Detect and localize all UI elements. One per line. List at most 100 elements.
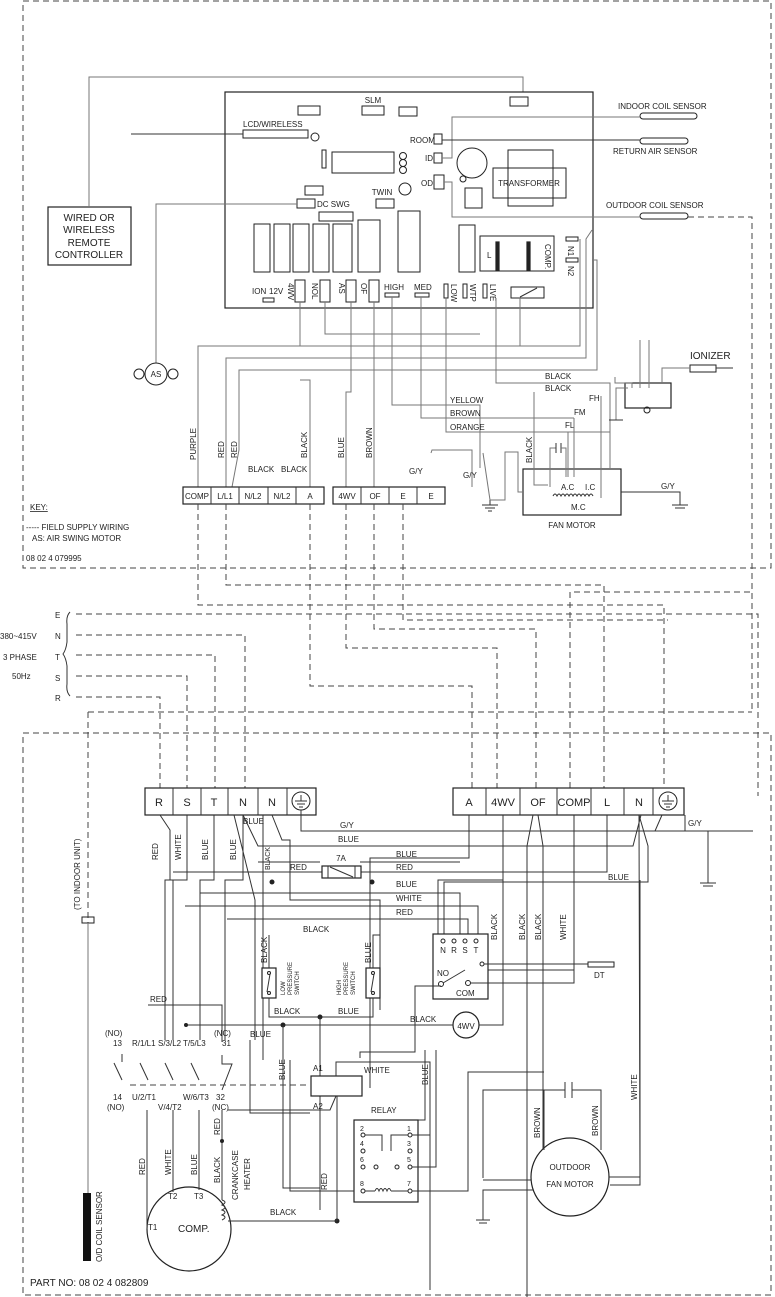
indoor-terminal-block-2: 4WV OF E E [332, 486, 446, 505]
outdoor-coil-sensor-label: OUTDOOR COIL SENSOR [606, 201, 704, 210]
ionizer-label: IONIZER [690, 351, 731, 362]
svg-text:OF: OF [369, 492, 380, 501]
od-black-label-3: BLACK [490, 913, 499, 940]
svg-text:S/3/L2: S/3/L2 [158, 1039, 182, 1048]
lps-black-label: BLACK [260, 936, 269, 963]
svg-text:U/2/T1: U/2/T1 [132, 1093, 157, 1102]
svg-text:FH: FH [589, 394, 600, 403]
svg-text:NO: NO [437, 969, 449, 978]
od-red-label-3: RED [396, 863, 413, 872]
black-label-fan: BLACK [525, 436, 534, 463]
od-coil-sensor-label: O/D COIL SENSOR [95, 1191, 104, 1262]
compressor-label: COMP. [178, 1224, 210, 1235]
freq-label: 50Hz [12, 672, 31, 681]
svg-text:T1: T1 [148, 1223, 158, 1232]
indoor-terminal-block-1: COMP L/L1 N/L2 N/L2 A [182, 486, 325, 505]
svg-text:N/L2: N/L2 [245, 492, 262, 501]
svg-text:(NC): (NC) [214, 1029, 231, 1038]
line-n: N [55, 632, 61, 641]
svg-text:13: 13 [113, 1039, 122, 1048]
od-white-label-2: WHITE [396, 894, 422, 903]
od-blue-label-3: BLUE [243, 817, 264, 826]
return-air-sensor [639, 137, 689, 145]
svg-text:W/6/T3: W/6/T3 [183, 1093, 209, 1102]
orange-label: ORANGE [450, 423, 485, 432]
od-blue-label-1: BLUE [201, 839, 210, 860]
outdoor-fan-motor [530, 1137, 610, 1217]
crankcase-label: CRANKCASE [231, 1150, 240, 1200]
12v-label: 12V [269, 287, 284, 296]
od-blue-label-6: BLUE [396, 880, 417, 889]
remote-line-2: WIRELESS [63, 225, 115, 236]
svg-text:T/5/L3: T/5/L3 [183, 1039, 206, 1048]
med-label: MED [414, 283, 432, 292]
crankcase-black-label: BLACK [270, 1208, 297, 1217]
od-blue-label-8: BLUE [250, 1030, 271, 1039]
fan-motor-box [522, 468, 622, 516]
od-blue-label-4: BLUE [338, 835, 359, 844]
svg-text:PRESSURE: PRESSURE [344, 962, 350, 995]
comp-black-label: BLACK [213, 1156, 222, 1183]
svg-text:A2: A2 [313, 1102, 323, 1111]
svg-text:7A: 7A [336, 854, 346, 863]
svg-text:3: 3 [407, 1141, 411, 1148]
indoor-unit-boundary [22, 0, 772, 569]
svg-text:A: A [307, 492, 313, 501]
id-label: ID [425, 154, 433, 163]
od-blue-label-2: BLUE [229, 839, 238, 860]
ionizer-unit [624, 382, 672, 409]
svg-text:I.C: I.C [585, 483, 595, 492]
line-r: R [55, 694, 61, 703]
svg-text:COM: COM [456, 989, 475, 998]
slm-label: SLM [365, 96, 382, 105]
svg-text:(NC): (NC) [212, 1103, 229, 1112]
od-black-label-2: BLACK [303, 925, 330, 934]
svg-text:T: T [474, 946, 479, 955]
nol-label: NOL [310, 283, 319, 300]
of-pcb-label: OF [359, 283, 368, 294]
phase-label: 3 PHASE [3, 653, 37, 662]
relay-red-label: RED [320, 1173, 329, 1190]
comp-red-label: RED [138, 1158, 147, 1175]
od-red-label: RED [151, 843, 160, 860]
svg-text:8: 8 [360, 1181, 364, 1188]
remote-wire [88, 76, 524, 207]
relay: RELAY 2 1 4 3 6 5 8 7 [353, 1106, 419, 1203]
black-label-4: BLACK [545, 384, 572, 393]
gy-label-2: G/Y [463, 471, 477, 480]
od-white-label: WHITE [174, 834, 183, 860]
as-pcb-label: AS [337, 283, 346, 294]
svg-text:COMP: COMP [185, 492, 209, 501]
dt-sensor [587, 961, 615, 968]
fuse-7a: 7A [321, 854, 362, 879]
purple-label: PURPLE [189, 428, 198, 460]
high-label: HIGH [384, 283, 404, 292]
comp-blue-label: BLUE [190, 1154, 199, 1175]
svg-text:L: L [604, 797, 610, 809]
svg-text:N: N [635, 797, 643, 809]
low-label: LOW [449, 284, 458, 303]
od-red-label-2: RED [290, 863, 307, 872]
svg-text:SWITCH: SWITCH [295, 971, 301, 995]
n2-label: N2 [566, 266, 575, 277]
svg-text:FL: FL [565, 421, 575, 430]
od-label: OD [421, 179, 433, 188]
ofm-white-label: WHITE [630, 1074, 639, 1100]
svg-text:AS: AS [151, 370, 162, 379]
svg-text:L/L1: L/L1 [217, 492, 233, 501]
high-pressure-switch: HIGH PRESSURE SWITCH [337, 962, 381, 999]
ofm-brown-label-1: BROWN [533, 1107, 542, 1138]
svg-text:31: 31 [222, 1039, 231, 1048]
svg-text:2: 2 [360, 1126, 364, 1133]
key-field-supply: ----- FIELD SUPPLY WIRING [26, 523, 129, 532]
svg-text:N: N [268, 797, 276, 809]
air-swing-motor-icon: AS [133, 362, 179, 386]
od-blue-label-7: BLUE [608, 873, 629, 882]
return-air-sensor-label: RETURN AIR SENSOR [613, 147, 698, 156]
od-black-label-4: BLACK [518, 913, 527, 940]
od-gy-label: G/Y [340, 821, 354, 830]
svg-text:FM: FM [574, 408, 586, 417]
lcd-wireless-label: LCD/WIRELESS [243, 120, 303, 129]
hps-blue-label: BLUE [364, 942, 373, 963]
low-pressure-switch: LOW PRESSURE SWITCH [261, 962, 301, 999]
